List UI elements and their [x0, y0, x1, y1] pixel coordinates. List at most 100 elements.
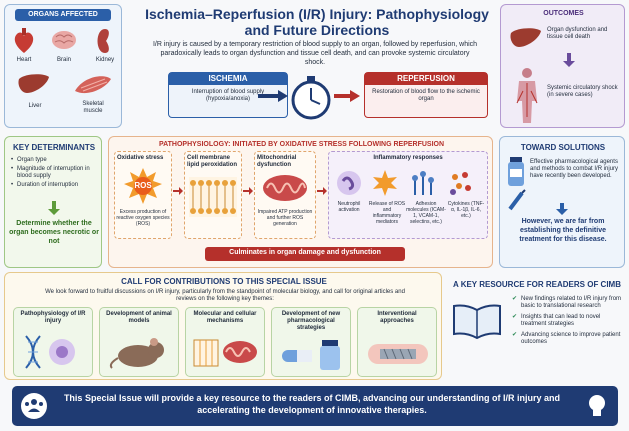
- kidney-icon: [97, 29, 109, 53]
- mito-caption: Impaired ATP production and further ROS …: [257, 209, 313, 227]
- solutions-however: However, we are far from establishing th…: [519, 218, 607, 243]
- culminates-text: Culminates in organ damage and dysfuncti…: [229, 249, 381, 256]
- inflam-title: Inflammatory responses: [373, 155, 443, 161]
- resource-item: New findings related to I/R injury from …: [512, 296, 622, 310]
- inflam-item: Cytokines (TNF-α, IL-1β, IL-6, etc.): [447, 201, 485, 219]
- page-title: Ischemia–Reperfusion (I/R) Injury: Patho…: [145, 6, 489, 38]
- theme-title: Development of new pharmacological strat…: [281, 311, 341, 331]
- solutions-title: TOWARD SOLUTIONS: [520, 143, 606, 152]
- pathophysiology-panel: PATHOPHYSIOLOGY: INITIATED BY OXIDATIVE …: [108, 136, 493, 268]
- organ-label-heart: Heart: [16, 57, 32, 63]
- adhesion-molecule-icon: [412, 171, 434, 195]
- molecular-mechanism-icon: [193, 339, 257, 367]
- organ-label-liver: Liver: [28, 103, 42, 109]
- liver-icon: [18, 74, 49, 93]
- determinant-item: Duration of interruption: [11, 182, 99, 189]
- determinants-title: KEY DETERMINANTS: [12, 143, 96, 152]
- patho-title: PATHOPHYSIOLOGY: INITIATED BY OXIDATIVE …: [158, 141, 445, 148]
- theme-card: Development of new pharmacological strat…: [271, 307, 351, 377]
- determinants-panel: KEY DETERMINANTS Organ type Magnitude of…: [4, 136, 102, 268]
- brain-icon: [52, 31, 76, 49]
- catheter-stent-icon: [368, 344, 428, 364]
- theme-card: Development of animal models: [99, 307, 179, 377]
- clock-icon: [291, 76, 331, 120]
- reperfusion-box: REPERFUSION Restoration of blood flow to…: [364, 72, 488, 118]
- solutions-panel: TOWARD SOLUTIONS Effective pharmacologic…: [499, 136, 625, 268]
- down-arrow-icon: [563, 53, 575, 67]
- call-title: CALL FOR CONTRIBUTIONS TO THIS SPECIAL I…: [121, 277, 327, 286]
- theme-card: Molecular and cellular mechanisms: [185, 307, 265, 377]
- ischemia-label: ISCHEMIA: [169, 73, 287, 85]
- resource-panel: A KEY RESOURCE FOR READERS OF CIMB New f…: [448, 272, 625, 380]
- theme-title: Development of animal models: [106, 311, 172, 324]
- inflam-item: Adhesion molecules (ICAM-1, VCAM-1, sele…: [406, 201, 446, 225]
- ros-mediator-icon: [373, 170, 397, 196]
- organ-label-brain: Brain: [56, 57, 71, 63]
- arrow-to-reperfusion-icon: [334, 90, 360, 102]
- inflam-card: [328, 151, 488, 239]
- medicine-bottle-icon: [508, 157, 524, 186]
- ros-badge: ROS: [134, 181, 152, 190]
- theme-card: Pathophysiology of I/R injury: [13, 307, 93, 377]
- reperfusion-label: REPERFUSION: [365, 73, 487, 85]
- mitochondria-icon: [263, 175, 307, 201]
- oxidative-title: Oxidative stress: [117, 155, 164, 161]
- inflam-item: Neutrophil activation: [337, 201, 361, 213]
- arrow-right-icon: [317, 187, 327, 195]
- ischemia-desc: Interruption of blood supply (hypoxia/an…: [191, 89, 265, 102]
- resource-list: New findings related to I/R injury from …: [512, 296, 622, 346]
- organs-panel: ORGANS AFFECTED Heart Brain Kidney Liver…: [4, 4, 122, 128]
- theme-title: Pathophysiology of I/R injury: [20, 311, 86, 324]
- ros-burst-icon: [124, 168, 162, 204]
- skeletal-muscle-icon: [75, 76, 111, 94]
- organ-icon: [510, 28, 541, 47]
- organs-title-bar: [15, 9, 111, 21]
- outcome-item-2: Systemic circulatory shock (in severe ca…: [547, 85, 618, 98]
- syringe-icon: [508, 189, 526, 211]
- outcome-item-1: Organ dysfunction and tissue cell death: [547, 27, 608, 40]
- organ-label-skeletal-muscle: Skeletal muscle: [82, 101, 104, 114]
- banner-text: This Special Issue will provide a key re…: [63, 393, 561, 415]
- determinant-item: Organ type: [11, 157, 99, 164]
- resource-title: A KEY RESOURCE FOR READERS OF CIMB: [452, 280, 621, 289]
- bottom-banner: This Special Issue will provide a key re…: [12, 386, 618, 426]
- down-arrow-icon: [48, 201, 60, 215]
- determinant-item: Magnitude of interruption in blood suppl…: [11, 166, 99, 180]
- theme-title: Interventional approaches: [377, 311, 417, 324]
- cytokine-icon: [450, 172, 471, 195]
- mouse-icon: [109, 338, 164, 369]
- outcomes-title: OUTCOMES: [543, 10, 584, 17]
- inflam-item: Release of ROS and inflammatory mediator…: [368, 201, 406, 225]
- call-text: We look forward to fruitful discussions …: [45, 289, 405, 302]
- open-book-icon: [453, 304, 501, 340]
- arrow-right-icon: [243, 187, 253, 195]
- neutrophil-icon: [337, 171, 361, 195]
- resource-item: Insights that can lead to novel treatmen…: [512, 314, 622, 328]
- intro-text: I/R injury is caused by a temporary rest…: [152, 41, 478, 66]
- outcomes-panel: OUTCOMES Organ dysfunction and tissue ce…: [500, 4, 625, 128]
- mito-title: Mitochondrial dysfunction: [257, 155, 297, 168]
- human-body-icon: [516, 68, 538, 123]
- pill-vial-icon: [282, 340, 340, 370]
- lightbulb-icon: [589, 395, 605, 416]
- culminates-banner: [205, 247, 405, 261]
- heart-icon: [14, 28, 34, 53]
- oxidative-caption: Excess production of reactive oxygen spe…: [116, 209, 170, 227]
- call-panel: CALL FOR CONTRIBUTIONS TO THIS SPECIAL I…: [4, 272, 442, 380]
- lipid-bilayer-icon: [189, 177, 237, 217]
- down-arrow-icon: [556, 203, 568, 215]
- arrow-right-icon: [173, 187, 183, 195]
- resource-item: Advancing science to improve patient out…: [512, 332, 622, 346]
- organs-title: ORGANS AFFECTED: [28, 11, 98, 18]
- community-icon: [21, 393, 47, 419]
- determinants-question: Determine whether the organ becomes necr…: [9, 220, 99, 245]
- reperfusion-desc: Restoration of blood flow to the ischemi…: [372, 89, 480, 102]
- arrow-to-clock-icon: [258, 90, 288, 102]
- dna-icon: [25, 335, 75, 369]
- determinants-list: Organ type Magnitude of interruption in …: [11, 157, 99, 189]
- theme-title: Molecular and cellular mechanisms: [193, 311, 257, 324]
- theme-card: Interventional approaches: [357, 307, 437, 377]
- organ-label-kidney: Kidney: [95, 57, 115, 63]
- solutions-text: Effective pharmacological agents and met…: [530, 159, 619, 179]
- membrane-title: Cell membrane lipid peroxidation: [187, 155, 238, 168]
